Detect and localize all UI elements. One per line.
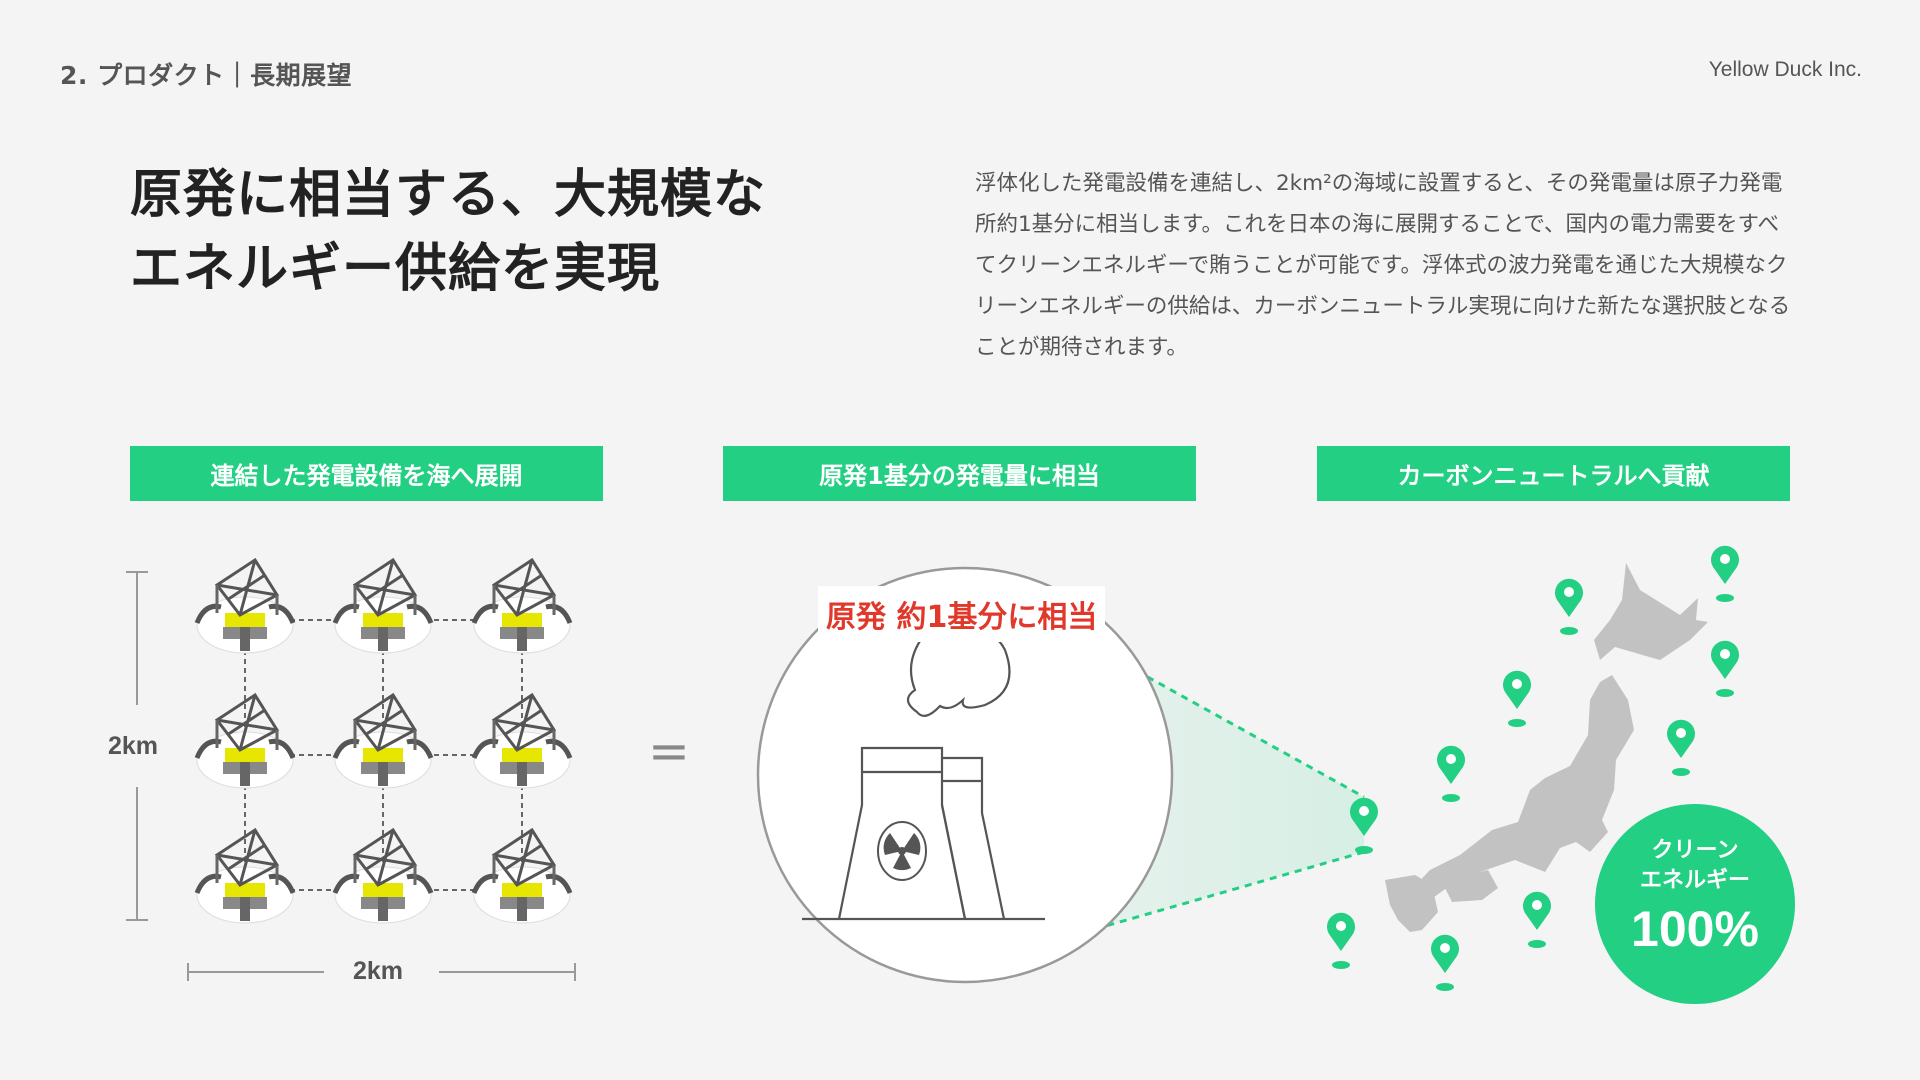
- company-name: Yellow Duck Inc.: [1708, 58, 1862, 81]
- badge-value: 100%: [1631, 901, 1759, 957]
- equals-sign: =: [648, 722, 690, 780]
- map-pin-icon: [1667, 719, 1696, 776]
- title-line: エネルギー供給を実現: [130, 239, 661, 299]
- map-pin-icon: [1327, 912, 1355, 969]
- map-pin-icon: [1523, 891, 1551, 948]
- height-label: 2km: [108, 732, 159, 760]
- map-pin-icon: [1431, 934, 1459, 991]
- page-title: 原発に相当する、大規模な エネルギー供給を実現: [130, 158, 766, 306]
- description: 浮体化した発電設備を連結し、2km²の海域に設置すると、その発電量は原子力発電所…: [975, 171, 1791, 360]
- badge-line: エネルギー: [1639, 868, 1750, 893]
- width-label: 2km: [353, 957, 404, 985]
- section-banner-deploy: 連結した発電設備を海へ展開: [130, 446, 603, 501]
- map-pin-icon: [1711, 640, 1739, 697]
- plant-label: 原発 約1基分に相当: [818, 586, 1106, 642]
- japan-map: [1385, 563, 1708, 932]
- breadcrumb: 2. プロダクト｜長期展望: [60, 61, 353, 90]
- map-pin-icon: [1554, 578, 1584, 635]
- map-pin-icon: [1503, 670, 1531, 727]
- wave-power-device-icon: [197, 560, 293, 653]
- map-pin-icon: [1437, 745, 1466, 802]
- map-pin-icon: [1711, 545, 1739, 602]
- clean-energy-badge: クリーン エネルギー 100%: [1595, 804, 1795, 1004]
- title-line: 原発に相当する、大規模な: [130, 165, 767, 225]
- radiation-icon: [877, 821, 927, 881]
- wave-power-device-icon: [335, 560, 431, 653]
- section-banner-carbon: カーボンニュートラルへ貢献: [1317, 446, 1790, 501]
- wave-power-device-icon: [474, 560, 570, 653]
- badge-line: クリーン: [1651, 838, 1739, 863]
- nuclear-plant-illustration: [756, 566, 1174, 984]
- section-banner-equivalent: 原発1基分の発電量に相当: [723, 446, 1196, 501]
- map-pin-icon: [1350, 797, 1378, 854]
- dimension-lines: [126, 571, 576, 981]
